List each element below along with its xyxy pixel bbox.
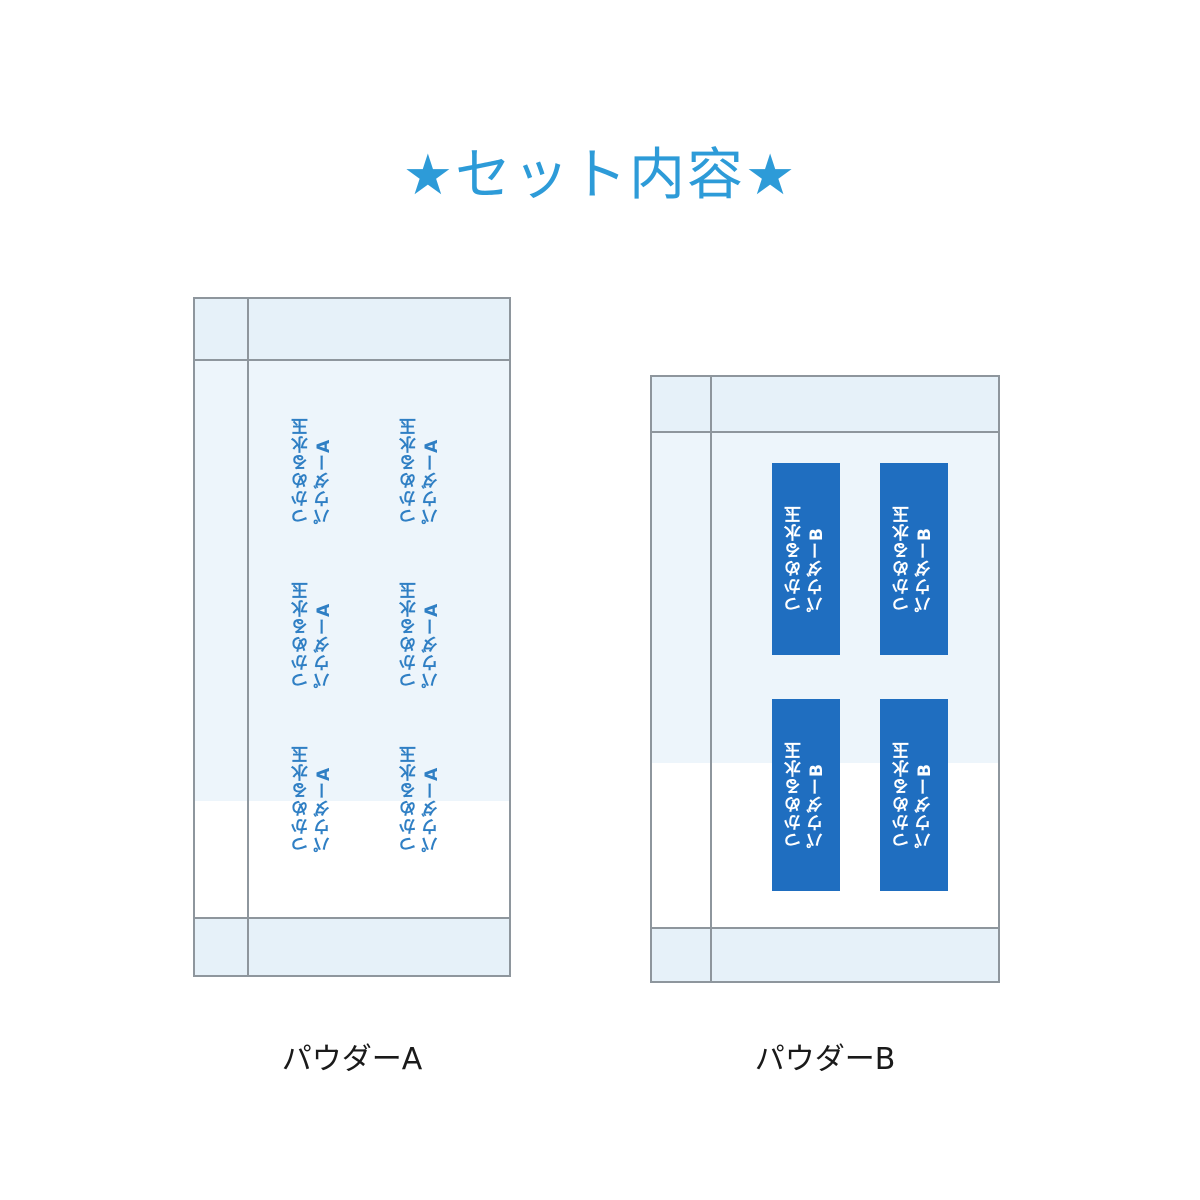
powder-b-label-text: つかめる水玉 パウダーB	[892, 505, 936, 613]
label-line2: パウダーA	[314, 766, 334, 853]
label-line1: つかめる水玉	[400, 417, 420, 525]
powder-b-label: つかめる水玉 パウダーB	[772, 699, 840, 891]
label-line1: つかめる水玉	[292, 581, 312, 689]
powder-b-label-text: つかめる水玉 パウダーB	[892, 741, 936, 849]
powder-b-label: つかめる水玉 パウダーB	[880, 699, 948, 891]
packet-side-seal-line	[247, 299, 249, 975]
label-line2: パウダーA	[422, 766, 442, 853]
page-title: ★セット内容★	[402, 143, 798, 208]
powder-a-label: つかめる水玉 パウダーA	[291, 745, 335, 853]
label-line1: つかめる水玉	[400, 581, 420, 689]
powder-b-caption: パウダーB	[754, 1042, 896, 1077]
packet-bottom-seal-line	[195, 917, 509, 919]
label-line1: つかめる水玉	[292, 417, 312, 525]
powder-b-label: つかめる水玉 パウダーB	[772, 463, 840, 655]
packet-bottom-seal-line	[652, 927, 998, 929]
label-line1: つかめる水玉	[893, 505, 913, 613]
powder-a-label: つかめる水玉 パウダーA	[399, 745, 443, 853]
powder-a-caption: パウダーA	[281, 1042, 423, 1077]
label-line2: パウダーA	[314, 602, 334, 689]
packet-bottom-seal	[652, 927, 998, 981]
packet-top-seal	[195, 299, 509, 361]
powder-a-label: つかめる水玉 パウダーA	[399, 417, 443, 525]
label-line1: つかめる水玉	[292, 745, 312, 853]
powder-a-label: つかめる水玉 パウダーA	[291, 581, 335, 689]
label-line2: パウダーB	[807, 527, 827, 613]
label-line2: パウダーB	[915, 527, 935, 613]
powder-b-label: つかめる水玉 パウダーB	[880, 463, 948, 655]
powder-b-label-text: つかめる水玉 パウダーB	[784, 505, 828, 613]
label-line1: つかめる水玉	[785, 505, 805, 613]
label-line2: パウダーB	[915, 763, 935, 849]
powder-b-packet: つかめる水玉 パウダーB つかめる水玉 パウダーB つかめる水玉 パウダーB つ…	[650, 375, 1000, 983]
powder-a-packet: つかめる水玉 パウダーA つかめる水玉 パウダーA つかめる水玉 パウダーA つ…	[193, 297, 511, 977]
label-line2: パウダーA	[422, 602, 442, 689]
label-line1: つかめる水玉	[785, 741, 805, 849]
powder-a-label: つかめる水玉 パウダーA	[291, 417, 335, 525]
packet-top-seal	[652, 377, 998, 433]
packet-top-seal-line	[652, 431, 998, 433]
powder-a-label: つかめる水玉 パウダーA	[399, 581, 443, 689]
packet-top-seal-line	[195, 359, 509, 361]
label-line1: つかめる水玉	[400, 745, 420, 853]
label-line2: パウダーA	[422, 438, 442, 525]
label-line1: つかめる水玉	[893, 741, 913, 849]
packet-bottom-seal	[195, 919, 509, 975]
powder-b-label-text: つかめる水玉 パウダーB	[784, 741, 828, 849]
label-line2: パウダーB	[807, 763, 827, 849]
packet-tint-area	[195, 361, 509, 801]
packet-side-seal-line	[710, 377, 712, 981]
label-line2: パウダーA	[314, 438, 334, 525]
